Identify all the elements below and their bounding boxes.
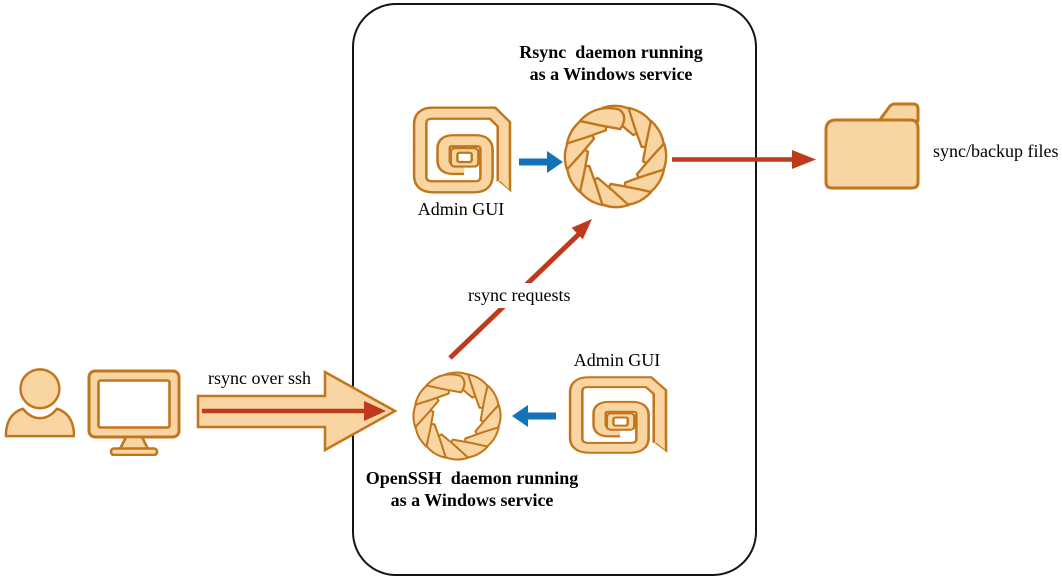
rsync-requests-label: rsync requests: [462, 283, 577, 308]
folder-icon: [824, 102, 920, 190]
sync-backup-files-label: sync/backup files: [933, 141, 1059, 161]
windows-server-box: [352, 3, 757, 576]
monitor-icon: [87, 369, 181, 456]
rsync-service-title: Rsync daemon running as a Windows servic…: [519, 42, 703, 84]
admin-gui-bottom-label: Admin GUI: [573, 350, 661, 370]
person-icon: [4, 368, 75, 438]
arrow-admin-to-openssh-icon: [512, 405, 556, 427]
rsync-over-ssh-label: rsync over ssh: [208, 368, 311, 388]
arrow-admin-to-rsync-icon: [519, 151, 563, 173]
admin-gui-icon: [566, 374, 668, 456]
openssh-service-title: OpenSSH daemon running as a Windows serv…: [365, 468, 579, 510]
admin-gui-top-label: Admin GUI: [417, 199, 505, 219]
rsync-pinwheel-icon: [562, 103, 669, 210]
openssh-pinwheel-icon: [411, 370, 503, 462]
admin-gui-icon: [410, 104, 512, 196]
arrow-rsync-to-folder-icon: [672, 150, 816, 169]
big-block-arrow-icon: [196, 369, 398, 453]
